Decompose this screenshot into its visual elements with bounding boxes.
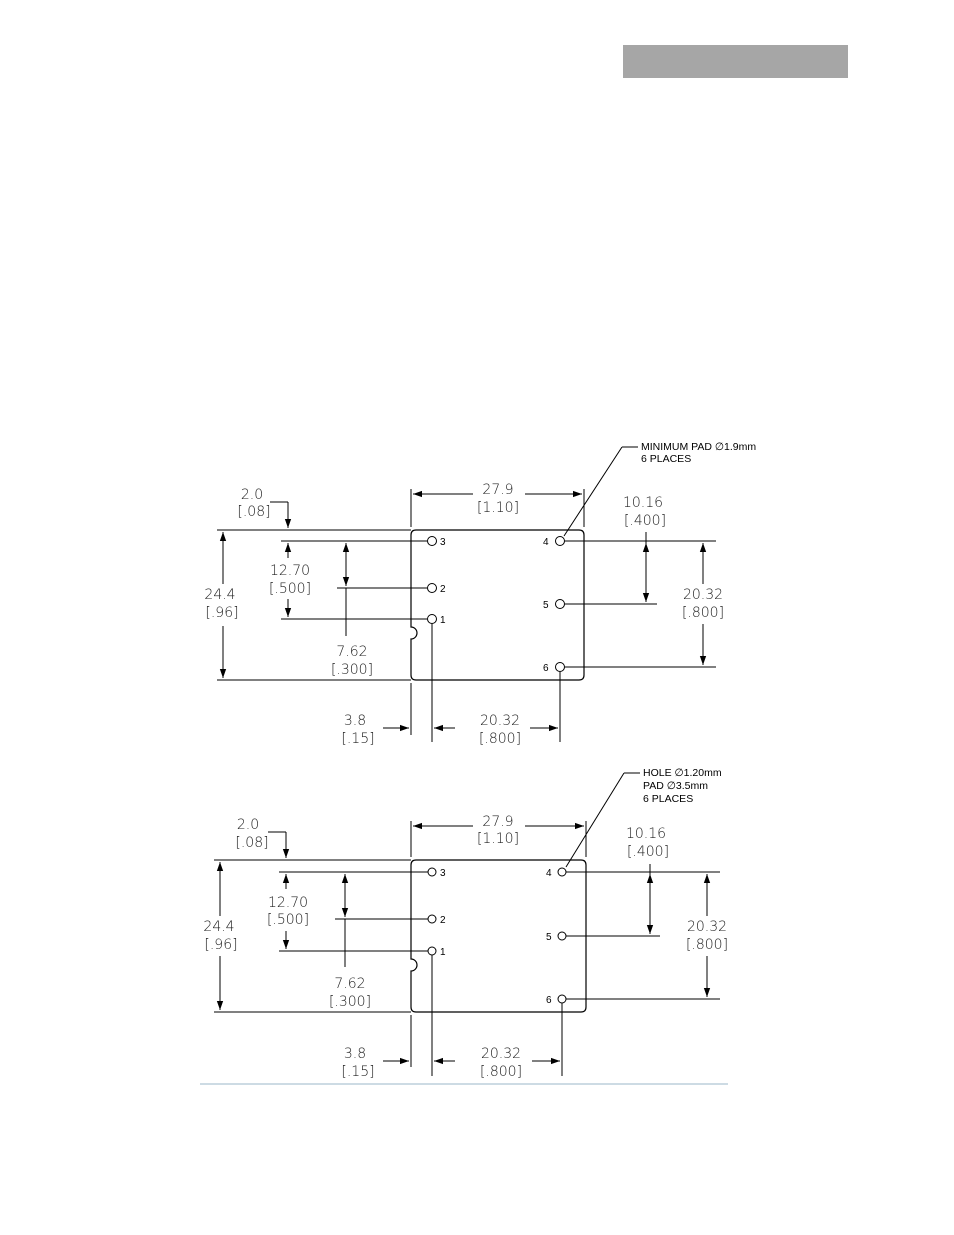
pad-3 xyxy=(428,868,436,876)
dim-height-mm: 24.4 xyxy=(204,587,235,603)
dim-width-mm: 27.9 xyxy=(482,814,513,830)
dim-pin2-mm: 7.62 xyxy=(334,976,365,992)
dim-height-in: [.96] xyxy=(204,937,237,953)
dim-pitch-in: [.800] xyxy=(480,1064,522,1080)
pin-label-5: 5 xyxy=(546,932,552,943)
dim-width-in: [1.10] xyxy=(477,831,519,847)
pad-2 xyxy=(428,584,437,593)
pin-label-1: 1 xyxy=(440,947,446,958)
dim-pin2-in: [.300] xyxy=(331,662,373,678)
dim-pin46-in: [.800] xyxy=(686,937,728,953)
dim-edge-mm: 3.8 xyxy=(344,1046,366,1062)
pin-label-3: 3 xyxy=(440,537,446,548)
callout-line-2: 6 PLACES xyxy=(641,453,691,465)
dim-pin4-in: [.400] xyxy=(624,513,666,529)
dim-edge-in: [.15] xyxy=(341,1064,374,1080)
dim-height-in: [.96] xyxy=(205,605,238,621)
dim-notch-mm: 2.0 xyxy=(241,487,263,503)
dim-width-mm: 27.9 xyxy=(482,482,513,498)
drawing-minimum-pad: 3 2 1 4 5 6 27.9 [1.10] 2.0 [.08] 24 xyxy=(204,441,756,747)
pin-label-2: 2 xyxy=(440,915,446,926)
callout-line-2: PAD ∅3.5mm xyxy=(643,780,708,792)
pin-label-3: 3 xyxy=(440,868,446,879)
dim-width-in: [1.10] xyxy=(477,500,519,516)
pin-label-4: 4 xyxy=(546,868,552,879)
pin-label-2: 2 xyxy=(440,584,446,595)
dim-pin4-mm: 10.16 xyxy=(623,495,663,511)
dim-notch-in: [.08] xyxy=(237,504,270,520)
pad-5 xyxy=(556,600,565,609)
dim-pin13-mm: 12.70 xyxy=(270,563,310,579)
dim-pin13-mm: 12.70 xyxy=(268,895,308,911)
pad-4 xyxy=(556,537,565,546)
pin-label-5: 5 xyxy=(543,600,549,611)
dim-pin4-in: [.400] xyxy=(627,844,669,860)
dim-pin13-in: [.500] xyxy=(269,581,311,597)
dim-pin2-mm: 7.62 xyxy=(336,644,367,660)
pin-label-1: 1 xyxy=(440,615,446,626)
dim-pitch-mm: 20.32 xyxy=(481,1046,521,1062)
callout-line-1: MINIMUM PAD ∅1.9mm xyxy=(641,441,756,453)
callout-line-3: 6 PLACES xyxy=(643,793,693,805)
dim-pin46-mm: 20.32 xyxy=(687,919,727,935)
callout-line-1: HOLE ∅1.20mm xyxy=(643,767,722,779)
pin-label-6: 6 xyxy=(543,663,549,674)
drawing-hole-pad: 3 2 1 4 5 6 27.9 [1.10] 2.0 [.08] 24.4 xyxy=(203,767,728,1080)
pad-5 xyxy=(558,932,566,940)
pad-6 xyxy=(558,995,566,1003)
pad-6 xyxy=(556,663,565,672)
pad-1 xyxy=(428,947,436,955)
pad-4 xyxy=(558,868,566,876)
pad-2 xyxy=(428,915,436,923)
dim-edge-mm: 3.8 xyxy=(344,713,366,729)
pad-1 xyxy=(428,615,437,624)
dim-notch-in: [.08] xyxy=(235,835,268,851)
dim-notch-mm: 2.0 xyxy=(237,817,259,833)
pin-label-4: 4 xyxy=(543,537,549,548)
dim-pin2-in: [.300] xyxy=(329,994,371,1010)
dim-pin13-in: [.500] xyxy=(267,912,309,928)
pin-label-6: 6 xyxy=(546,995,552,1006)
dim-pin46-in: [.800] xyxy=(682,605,724,621)
dim-edge-in: [.15] xyxy=(341,731,374,747)
dim-height-mm: 24.4 xyxy=(203,919,234,935)
dim-pin46-mm: 20.32 xyxy=(683,587,723,603)
dim-pin4-mm: 10.16 xyxy=(626,826,666,842)
dim-pitch-in: [.800] xyxy=(479,731,521,747)
dim-pitch-mm: 20.32 xyxy=(480,713,520,729)
pad-3 xyxy=(428,537,437,546)
